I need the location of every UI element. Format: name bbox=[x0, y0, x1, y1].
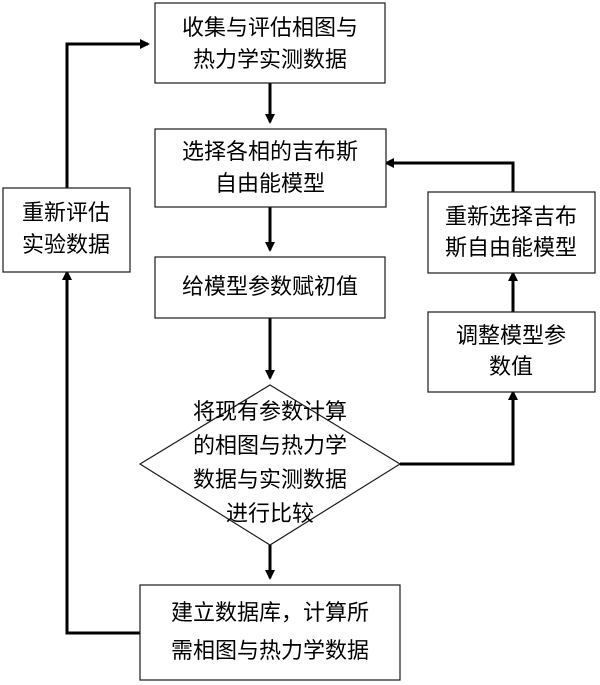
node-reassess-line-1: 重新评估 bbox=[22, 201, 110, 226]
node-build-db-line-2: 需相图与热力学数据 bbox=[171, 639, 369, 664]
node-select-model: 选择各相的吉布斯 自由能模型 bbox=[154, 128, 387, 208]
node-compare-line-1: 将现有参数计算 bbox=[193, 400, 347, 425]
node-adjust-params-line-1: 调整模型参 bbox=[456, 324, 566, 349]
node-reselect-model: 重新选择吉布 斯自由能模型 bbox=[427, 191, 596, 274]
edge-build-db-to-reassess bbox=[62, 270, 140, 635]
node-reassess: 重新评估 实验数据 bbox=[2, 187, 131, 273]
node-init-params-line-1: 给模型参数赋初值 bbox=[182, 275, 358, 300]
node-compare-line-2: 的相图与热力学 bbox=[193, 434, 347, 459]
node-reselect-model-line-1: 重新选择吉布 bbox=[445, 205, 577, 230]
node-adjust-params: 调整模型参 数值 bbox=[427, 311, 596, 393]
node-reselect-model-line-2: 斯自由能模型 bbox=[445, 236, 577, 261]
node-collect-line-2: 热力学实测数据 bbox=[193, 48, 347, 73]
node-build-db: 建立数据库，计算所 需相图与热力学数据 bbox=[139, 584, 401, 681]
edge-compare-to-adjust-params bbox=[400, 390, 518, 466]
edge-reassess-to-collect bbox=[65, 39, 150, 188]
node-select-model-line-2: 自由能模型 bbox=[215, 172, 325, 197]
edge-reselect-model-to-select-model bbox=[384, 158, 515, 192]
node-collect-line-1: 收集与评估相图与 bbox=[182, 16, 358, 41]
node-compare-line-4: 进行比较 bbox=[226, 502, 314, 527]
node-select-model-line-1: 选择各相的吉布斯 bbox=[182, 140, 358, 165]
node-init-params: 给模型参数赋初值 bbox=[154, 256, 386, 319]
node-compare-line-3: 数据与实测数据 bbox=[193, 468, 347, 493]
node-reassess-line-2: 实验数据 bbox=[22, 233, 110, 258]
node-collect: 收集与评估相图与 热力学实测数据 bbox=[154, 2, 386, 84]
node-build-db-line-1: 建立数据库，计算所 bbox=[171, 601, 369, 626]
node-adjust-params-line-2: 数值 bbox=[489, 355, 533, 380]
node-compare: 将现有参数计算 的相图与热力学 数据与实测数据 进行比较 bbox=[138, 384, 402, 546]
